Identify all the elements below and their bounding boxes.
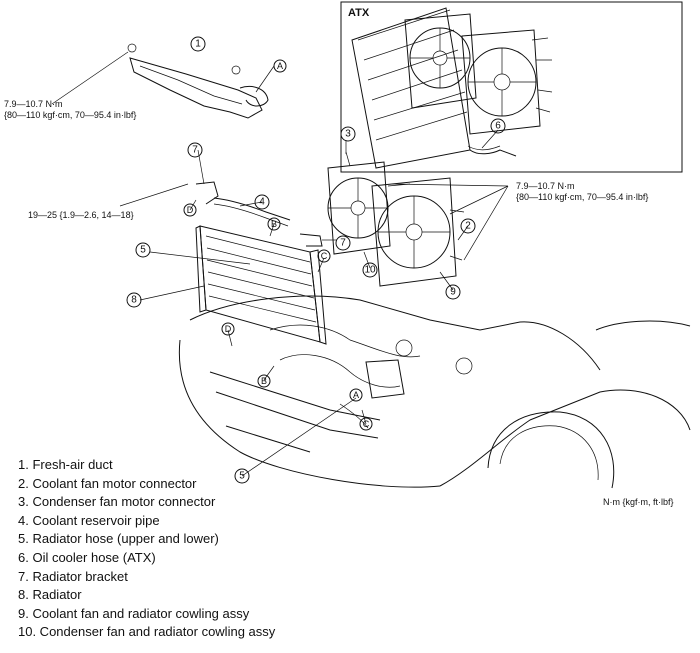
callout-3-label: 3: [345, 129, 351, 140]
callout-B-top: B: [267, 217, 281, 231]
callout-C-top-label: C: [321, 251, 328, 261]
callout-4: 4: [254, 194, 270, 210]
callout-A-top: A: [273, 59, 287, 73]
callout-C-bottom-label: C: [363, 419, 370, 429]
callout-7-top: 7: [187, 142, 203, 158]
callout-10: 10: [362, 262, 378, 278]
callout-D-bottom: D: [221, 322, 235, 336]
vehicle-front-outline: [178, 295, 691, 489]
callout-3: 3: [340, 126, 356, 142]
legend-item-radiator: 8. Radiator: [18, 587, 82, 603]
legend-item-condenser-fan-cowling: 10. Condenser fan and radiator cowling a…: [18, 624, 276, 640]
callout-5-top-label: 5: [140, 245, 146, 256]
callout-9: 9: [445, 284, 461, 300]
callout-A-top-label: A: [277, 61, 283, 71]
callout-A-bottom: A: [349, 388, 363, 402]
callout-C-top: C: [317, 249, 331, 263]
fan-cowling-assemblies: [327, 151, 465, 287]
callout-1-label: 1: [195, 39, 201, 50]
callout-B-bottom: B: [257, 374, 271, 388]
callout-7-right-label: 7: [340, 238, 346, 249]
callout-B-top-label: B: [271, 219, 277, 229]
legend-item-coolant-fan-connector: 2. Coolant fan motor connector: [18, 475, 197, 491]
legend-item-coolant-fan-cowling: 9. Coolant fan and radiator cowling assy: [18, 605, 250, 621]
callout-A-bottom-label: A: [353, 390, 359, 400]
callout-7-right: 7: [335, 235, 351, 251]
torque-spec-cowling-line2: {80—110 kgf·cm, 70—95.4 in·lbf}: [516, 192, 648, 202]
callout-C-bottom: C: [359, 417, 373, 431]
callout-5-top: 5: [135, 242, 151, 258]
callout-7-top-label: 7: [192, 145, 198, 156]
torque-spec-duct-line1: 7.9—10.7 N·m: [4, 99, 63, 109]
legend-item-radiator-hose: 5. Radiator hose (upper and lower): [18, 531, 219, 547]
atx-inset: ATX: [340, 1, 683, 173]
legend-item-oil-cooler-hose: 6. Oil cooler hose (ATX): [18, 549, 156, 565]
callout-6: 6: [490, 118, 506, 134]
callout-2-label: 2: [465, 221, 471, 232]
torque-spec-bracket: 19—25 {1.9—2.6, 14—18}: [28, 210, 134, 220]
callout-9-label: 9: [450, 287, 456, 298]
legend-item-reservoir-pipe: 4. Coolant reservoir pipe: [18, 512, 160, 528]
callout-D-top: D: [183, 203, 197, 217]
legend-item-fresh-air-duct: 1. Fresh-air duct: [18, 457, 113, 472]
callout-2: 2: [460, 218, 476, 234]
units-note: N·m {kgf·m, ft·lbf}: [603, 497, 674, 507]
legend-item-condenser-fan-connector: 3. Condenser fan motor connector: [18, 494, 216, 510]
callout-10-label: 10: [364, 265, 376, 276]
fresh-air-duct: [127, 43, 269, 119]
parts-legend: 1. Fresh-air duct 2. Coolant fan motor c…: [18, 456, 275, 642]
callout-5-bottom: 5: [234, 468, 250, 484]
radiator: [195, 181, 327, 345]
callout-4-label: 4: [259, 197, 265, 208]
callout-5-bottom-label: 5: [239, 471, 245, 482]
torque-spec-duct-line2: {80—110 kgf·cm, 70—95.4 in·lbf}: [4, 110, 136, 120]
callout-8-label: 8: [131, 295, 137, 306]
atx-label: ATX: [348, 7, 370, 19]
callout-8: 8: [126, 292, 142, 308]
callout-6-label: 6: [495, 121, 501, 132]
legend-item-radiator-bracket: 7. Radiator bracket: [18, 568, 128, 584]
callout-D-top-label: D: [187, 205, 194, 215]
callout-B-bottom-label: B: [261, 376, 267, 386]
callout-1: 1: [190, 36, 206, 52]
torque-spec-cowling-line1: 7.9—10.7 N·m: [516, 181, 575, 191]
callout-D-bottom-label: D: [225, 324, 232, 334]
